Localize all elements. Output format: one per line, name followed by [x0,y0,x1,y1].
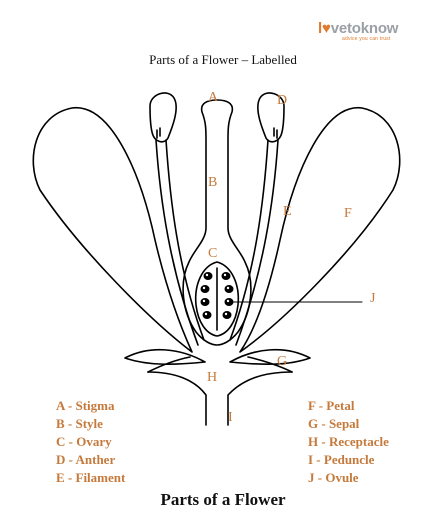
label-f: F [344,206,352,221]
diagram-title: Parts of a Flower – Labelled [149,52,297,67]
left-anther-slit [156,127,161,139]
ovule-highlights [202,273,230,316]
legend-item: E - Filament [56,470,126,485]
legend-item: H - Receptacle [308,434,389,449]
legend-item: I - Peduncle [308,452,375,467]
label-e: E [283,204,292,219]
left-petal [32,107,193,353]
pistil [182,99,252,346]
label-c: C [208,246,218,261]
receptacle-top [147,356,293,373]
heart-icon: ♥ [321,20,331,37]
legend-right: F - Petal G - Sepal H - Receptacle I - P… [308,397,389,487]
ovary-chamber [194,261,240,337]
right-petal [239,107,401,353]
legend-item: C - Ovary [56,434,112,449]
receptacle [147,371,293,426]
legend-item: B - Style [56,416,103,431]
lovetoknow-logo: l♥vetoknow advice you can trust [318,20,438,46]
ovules [200,272,234,319]
label-g: G [277,354,288,369]
legend-item: G - Sepal [308,416,360,431]
label-a: A [208,90,219,105]
right-anther-slit [273,127,278,139]
legend-item: D - Anther [56,452,116,467]
label-j: J [370,291,376,306]
legend-item: A - Stigma [56,398,115,413]
logo-tagline: advice you can trust [342,36,391,42]
label-h: H [207,370,218,385]
left-anther [149,92,177,143]
legend-item: F - Petal [308,398,355,413]
label-d: D [277,93,288,108]
legend-item: J - Ovule [308,470,359,485]
label-b: B [208,175,218,190]
left-filament [155,139,205,346]
logo-wordmark: l♥vetoknow [318,20,399,37]
legend-left: A - Stigma B - Style C - Ovary D - Anthe… [56,397,125,487]
right-sepal [229,348,311,365]
right-anther [257,92,285,143]
left-sepal [124,348,206,365]
label-i: I [228,410,233,425]
right-filament [229,139,279,346]
caption: Parts of a Flower [160,490,286,509]
